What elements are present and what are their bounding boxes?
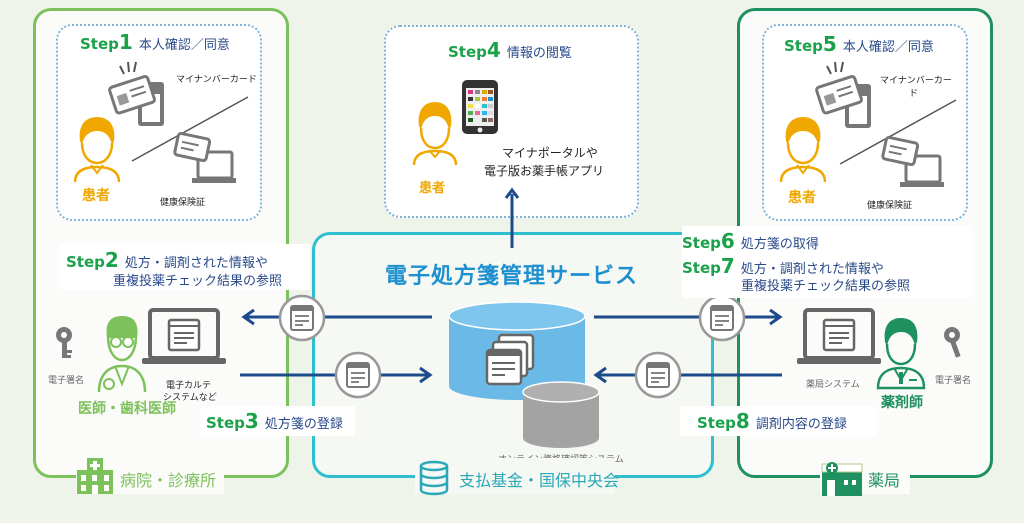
step67-label-bg — [682, 226, 972, 298]
document-circle-icon — [334, 351, 382, 399]
insurance-card-label: 健康保険証 — [160, 198, 206, 208]
patient-icon — [412, 102, 458, 166]
mynumber-card-label-line1: マイナンバーカー — [880, 76, 952, 86]
pharmacy-system-label: 薬局システム — [806, 380, 860, 390]
patient-icon — [73, 117, 121, 183]
insurance-card-laptop-icon — [881, 135, 944, 187]
service-title: 電子処方箋管理サービス — [385, 264, 639, 289]
ehr-label-line1: 電子カルテ — [166, 381, 212, 391]
patient-icon — [779, 117, 827, 183]
ehr-label-line2: システムなど — [163, 393, 217, 403]
hospital-building-icon — [77, 458, 113, 494]
service-footer-bg — [415, 458, 615, 494]
document-circle-icon — [698, 294, 746, 342]
patient-label: 患者 — [788, 190, 816, 206]
step3-label-bg — [200, 406, 355, 436]
document-circle-icon — [634, 351, 682, 399]
hospital-footer-label: 病院・診療所 — [120, 471, 217, 490]
divider-line — [839, 99, 957, 165]
patient-label: 患者 — [82, 188, 110, 204]
doctor-icon — [97, 316, 147, 393]
up-arrow — [504, 187, 520, 248]
document-circle-icon — [278, 294, 326, 342]
step2-label-bg — [60, 244, 310, 290]
insurance-card-laptop-icon — [173, 131, 236, 183]
step7-label-line2: 重複投薬チェック結果の参照 — [741, 279, 911, 294]
mynumber-card-reader-icon — [108, 61, 164, 126]
divider-line — [131, 96, 249, 162]
insurance-card-label: 健康保険証 — [867, 201, 913, 211]
mynumber-card-reader-icon — [815, 61, 871, 128]
key-icon — [944, 327, 961, 358]
pharmacy-building-icon — [821, 462, 863, 496]
key-icon — [56, 327, 72, 358]
signature-label: 電子署名 — [935, 376, 972, 386]
signature-label: 電子署名 — [48, 376, 85, 386]
smartphone-icon — [462, 80, 498, 134]
ehr-laptop-icon — [142, 308, 226, 364]
prescription-database-icon — [448, 301, 586, 400]
step2-label-line2: 重複投薬チェック結果の参照 — [113, 274, 283, 289]
patient-label: 患者 — [419, 181, 446, 196]
app-label-line2: 電子版お薬手帳アプリ — [484, 164, 605, 178]
pharmacy-footer-label: 薬局 — [868, 471, 901, 490]
pharmacist-icon — [876, 318, 926, 390]
pharmacy-system-laptop-icon — [797, 308, 881, 364]
app-label-line1: マイナポータルや — [502, 146, 598, 160]
mynumber-card-label-line2: ド — [909, 89, 919, 99]
service-footer-label: 支払基金・国保中央会 — [459, 471, 620, 490]
pharmacist-label: 薬剤師 — [881, 395, 923, 411]
database-stack-icon — [419, 460, 449, 496]
step8-label-bg — [680, 406, 876, 436]
doctor-label: 医師・歯科医師 — [78, 401, 176, 417]
mynumber-card-label: マイナンバーカード — [176, 75, 257, 85]
online-qualification-database-icon — [522, 381, 600, 448]
step4-box — [384, 25, 639, 218]
